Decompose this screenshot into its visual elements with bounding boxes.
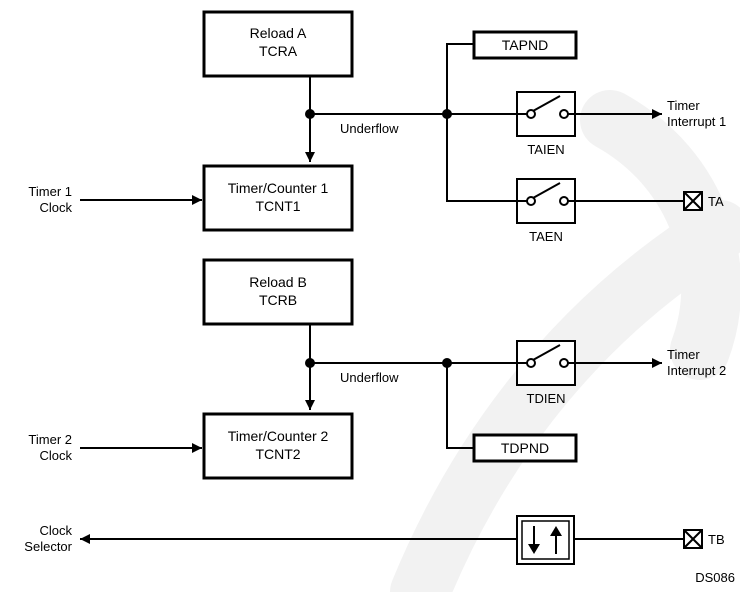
taien-label: TAIEN (527, 142, 564, 157)
timer2-clock-label-line1: Timer 2 (28, 432, 72, 447)
timer-counter-1-register: TCNT1 (255, 198, 300, 214)
tapnd-label: TAPND (502, 37, 548, 53)
reload-b-block: Reload B TCRB (202, 258, 354, 326)
taen-label: TAEN (529, 229, 563, 244)
timer-interrupt-1-label-line2: Interrupt 1 (667, 114, 726, 129)
underflow-a-branch-wire (446, 43, 517, 202)
reload-a-label: Reload A (250, 25, 307, 41)
timer-counter-1-label: Timer/Counter 1 (228, 180, 329, 196)
underflow-b-label: Underflow (340, 370, 399, 385)
timer-interrupt-2-label-line1: Timer (667, 347, 700, 362)
ta-pin-label: TA (708, 194, 724, 209)
reload-b-label: Reload B (249, 274, 307, 290)
timer-counter-1-block: Timer/Counter 1 TCNT1 (202, 164, 354, 232)
timer2-clock-label-line2: Clock (39, 448, 72, 463)
timer-counter-2-label: Timer/Counter 2 (228, 428, 329, 444)
timer-interrupt-2-label-line2: Interrupt 2 (667, 363, 726, 378)
watermark (390, 90, 740, 592)
timer-interrupt-1-label-line1: Timer (667, 98, 700, 113)
clock-selector-label-line2: Selector (24, 539, 72, 554)
timer1-clock-label-line1: Timer 1 (28, 184, 72, 199)
clock-selector-label-line1: Clock (39, 523, 72, 538)
underflow-b-branch-wire (446, 363, 474, 449)
tb-pin-icon (683, 529, 703, 549)
doc-code: DS086 (695, 570, 735, 585)
tdpnd-flag: TDPND (472, 433, 578, 463)
reload-b-register: TCRB (259, 292, 297, 308)
bidirectional-buffer-icon (516, 515, 575, 565)
ta-pin-icon (683, 191, 703, 211)
taien-switch (516, 91, 576, 137)
tdpnd-label: TDPND (501, 440, 549, 456)
underflow-a-label: Underflow (340, 121, 399, 136)
timer1-clock-label-line2: Clock (39, 200, 72, 215)
timer-counter-2-register: TCNT2 (255, 446, 300, 462)
tdien-label: TDIEN (527, 391, 566, 406)
reload-a-register: TCRA (259, 43, 298, 59)
tb-pin-label: TB (708, 532, 725, 547)
taen-switch (516, 178, 576, 224)
tapnd-flag: TAPND (472, 30, 578, 60)
tdien-switch (516, 340, 576, 386)
timer-counter-2-block: Timer/Counter 2 TCNT2 (202, 412, 354, 480)
reload-a-block: Reload A TCRA (202, 10, 354, 78)
